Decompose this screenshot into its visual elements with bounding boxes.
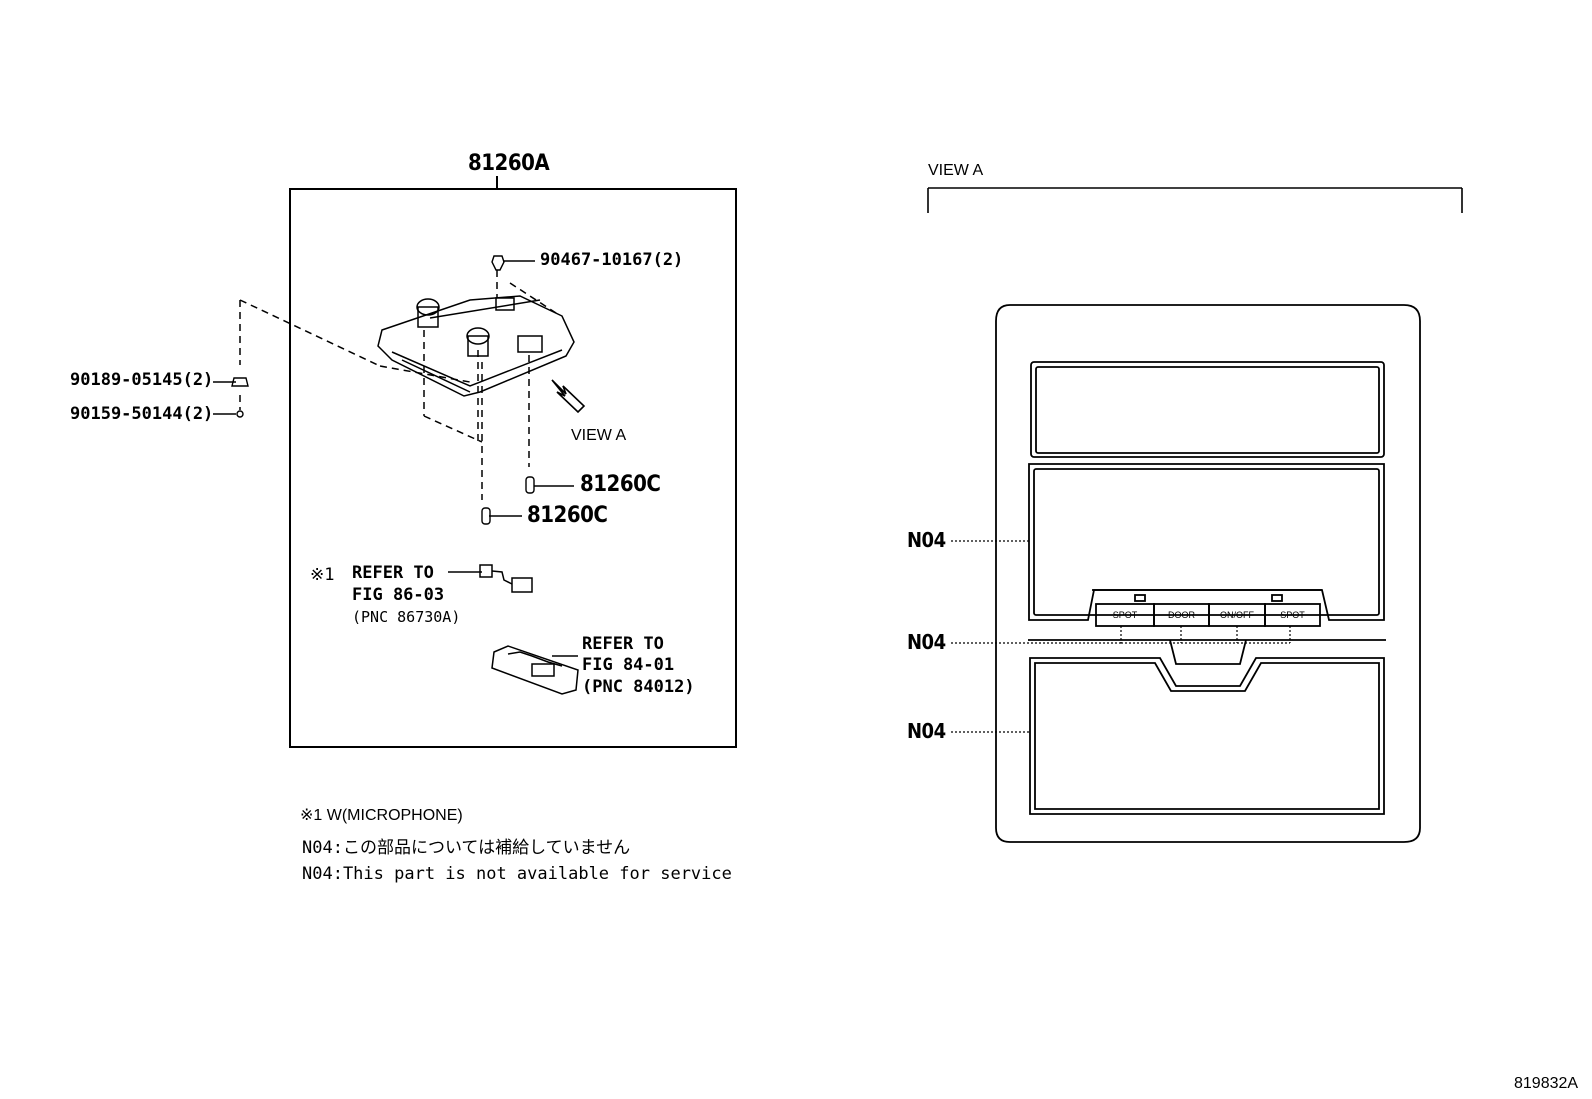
assembly-frame <box>289 188 737 748</box>
view-a-arrow-label: VIEW A <box>571 427 627 444</box>
note-n04-jp: N04:この部品については補給していません <box>302 838 631 858</box>
view-a-arrow <box>551 379 586 414</box>
refer1-line3: (PNC 86730A) <box>352 608 461 626</box>
n04-callout-bottom: N04 <box>907 719 946 743</box>
on-off-button: ON/OFF <box>1220 610 1254 620</box>
view-a-title: VIEW A <box>928 162 984 179</box>
microphone-drawing <box>479 564 533 593</box>
n04-leaders <box>951 540 1291 733</box>
n04-callout-mid: N04 <box>907 630 946 654</box>
leader-lines <box>213 260 578 657</box>
door-button: DOOR <box>1168 610 1195 620</box>
part-label-90159: 90159-50144(2) <box>70 404 214 424</box>
spot-button-left: SPOT <box>1112 610 1138 620</box>
refer1-mark: ※1 <box>310 565 335 585</box>
refer1-line1: REFER TO <box>352 563 434 583</box>
n04-callout-top: N04 <box>907 528 946 552</box>
refer2-line1: REFER TO <box>582 634 664 654</box>
switch-panel-drawing <box>491 645 579 695</box>
part-label-81260c-lower: 81260C <box>527 503 608 528</box>
part-label-81260c-upper: 81260C <box>580 472 661 497</box>
view-a-bracket <box>927 187 1463 213</box>
lamp-housing-drawing <box>377 295 575 397</box>
assembly-label: 81260A <box>468 151 550 176</box>
fastener-icons <box>231 255 535 525</box>
refer1-line2: FIG 86-03 <box>352 585 445 605</box>
refer2-line2: FIG 84-01 <box>582 655 675 675</box>
dashed-guides <box>239 270 557 500</box>
refer2-line3: (PNC 84012) <box>582 677 695 697</box>
spot-button-right: SPOT <box>1280 610 1305 620</box>
note-microphone: ※1 W(MICROPHONE) <box>300 807 463 824</box>
view-a-panel <box>995 304 1421 843</box>
part-label-90467: 90467-10167(2) <box>540 250 684 270</box>
figure-id: 819832A <box>1514 1075 1579 1092</box>
note-n04-en: N04:This part is not available for servi… <box>302 864 732 884</box>
part-label-90189: 90189-05145(2) <box>70 370 214 390</box>
